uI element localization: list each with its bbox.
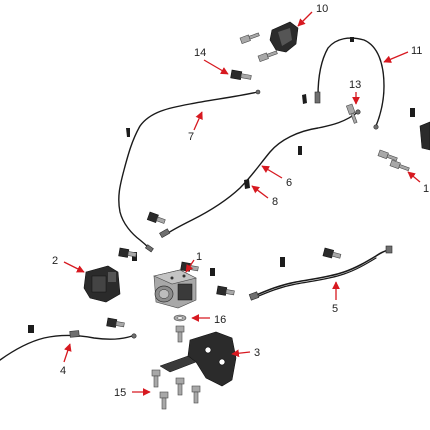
callout-arrows xyxy=(63,11,421,396)
line-clip xyxy=(28,94,415,333)
callout-7: 7 xyxy=(188,131,194,143)
brake-line-6 xyxy=(159,109,361,239)
callout-11: 11 xyxy=(411,45,422,57)
brake-line-4 xyxy=(0,330,137,361)
callout-labels: 10 14 11 13 7 6 8 1 2 1 5 16 3 4 15 xyxy=(52,3,429,399)
part-12-partial xyxy=(419,121,430,151)
callout-10: 10 xyxy=(316,3,328,15)
callout-3: 3 xyxy=(254,347,260,359)
abs-unit-part-1 xyxy=(153,269,197,309)
callout-4: 4 xyxy=(60,365,66,377)
callout-12: 1 xyxy=(423,183,429,195)
callout-1: 1 xyxy=(196,251,202,263)
callout-8: 8 xyxy=(272,196,278,208)
callout-6: 6 xyxy=(286,177,292,189)
bracket-part-3 xyxy=(159,331,237,387)
brake-line-5 xyxy=(248,245,393,301)
brake-line-11 xyxy=(314,37,385,130)
bracket-part-10 xyxy=(269,21,299,53)
bolt xyxy=(106,32,410,410)
brake-line-7 xyxy=(118,89,261,253)
callout-2: 2 xyxy=(52,255,58,267)
callout-15: 15 xyxy=(114,387,126,399)
callout-13: 13 xyxy=(349,79,361,91)
callout-5: 5 xyxy=(332,303,338,315)
module-part-2 xyxy=(83,265,121,303)
callout-14: 14 xyxy=(194,47,206,59)
callout-16: 16 xyxy=(214,314,226,326)
